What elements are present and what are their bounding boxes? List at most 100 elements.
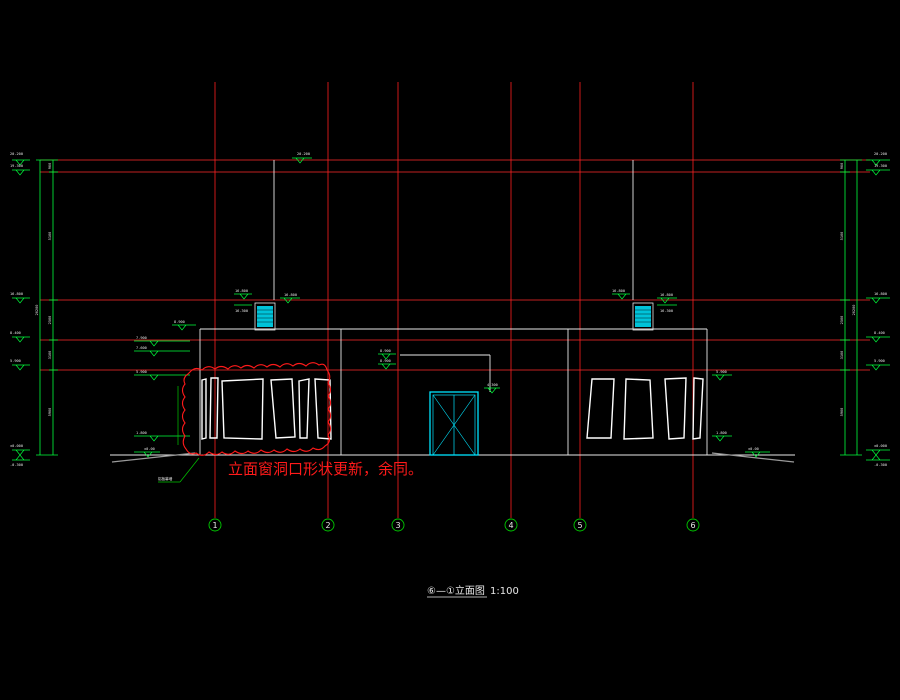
dim-left-5: 5900 [48, 408, 52, 417]
elev-mark: 19.300 [10, 164, 30, 176]
box-elevation-marks-right: 16.800 16.800 16.300 [612, 289, 677, 313]
svg-text:20.200: 20.200 [874, 152, 887, 156]
elev-mark: ±0.000 [10, 444, 30, 456]
svg-text:16.300: 16.300 [660, 309, 673, 313]
drawing-scale: 1:100 [490, 586, 519, 597]
svg-text:4.300: 4.300 [487, 383, 498, 387]
grid-label-3: 3 [395, 521, 400, 530]
window [314, 378, 332, 440]
elev-mark: -0.300 [866, 454, 890, 467]
svg-text:5.900: 5.900 [716, 370, 727, 374]
window [201, 378, 207, 440]
elev-mark: 5.900 [10, 359, 30, 371]
svg-text:5.900: 5.900 [874, 359, 885, 363]
dim-left-1: 900 [48, 163, 52, 170]
elev-mark: -0.300 [10, 454, 30, 467]
drawing-title: ⑥—①立面图 [427, 584, 485, 597]
grid-label-4: 4 [508, 521, 513, 530]
svg-text:16.800: 16.800 [235, 289, 248, 293]
dim-right-4: 3100 [840, 351, 844, 360]
elevation-marks-right: 20.200 19.300 16.800 8.400 5.900 ±0.000 … [866, 152, 890, 467]
dim-right-1: 900 [840, 163, 844, 170]
elev-mark: 5.900 [866, 359, 890, 371]
grid-label-2: 2 [325, 521, 330, 530]
elev-mark: 8.400 [10, 331, 30, 343]
grid-bubble-6 [686, 518, 700, 532]
rooftop-box-right [632, 302, 654, 331]
entrance-door [429, 391, 479, 456]
revision-cloud [181, 362, 332, 456]
windows-right [586, 377, 704, 440]
grid-lines [214, 82, 694, 518]
svg-text:8.900: 8.900 [380, 349, 391, 353]
svg-text:±0.00: ±0.00 [144, 447, 155, 451]
dim-left-4: 3100 [48, 351, 52, 360]
svg-text:5.900: 5.900 [10, 359, 21, 363]
svg-text:8.400: 8.400 [874, 331, 885, 335]
svg-text:20.200: 20.200 [10, 152, 23, 156]
elevation-marks-left: 20.200 19.300 16.800 8.400 5.900 ±0.000 … [10, 152, 30, 467]
dim-left-2: 5100 [48, 232, 52, 241]
dimension-text-right: 20200 900 5100 2500 3100 5900 [840, 163, 856, 417]
door-elevation-text: 8.900 8.900 4.300 [380, 349, 498, 387]
svg-text:8.400: 8.400 [10, 331, 21, 335]
svg-text:5.900: 5.900 [136, 370, 147, 374]
grid-bubbles [208, 518, 700, 532]
svg-text:16.800: 16.800 [660, 293, 673, 297]
window [221, 378, 264, 440]
grid-label-5: 5 [577, 521, 582, 530]
windows-left [201, 377, 332, 440]
svg-text:-0.300: -0.300 [874, 463, 887, 467]
dimension-text-left: 20200 900 5100 2500 3100 5900 [35, 163, 52, 417]
elev-mark: 16.800 [10, 292, 30, 304]
elev-mark: 19.300 [866, 164, 890, 176]
grid-bubble-5 [573, 518, 587, 532]
roof-elevation-mark: 20.200 [292, 152, 312, 164]
svg-text:7.600: 7.600 [136, 346, 147, 350]
elev-mark: 16.800 [866, 292, 890, 304]
ground-slope [111, 452, 795, 463]
svg-text:8.900: 8.900 [380, 359, 391, 363]
dim-right-3: 2500 [840, 316, 844, 325]
svg-text:16.800: 16.800 [874, 292, 887, 296]
door-elevation-marks [378, 353, 500, 394]
grid-bubble-1 [208, 518, 222, 532]
building-outline [110, 160, 795, 456]
grid-bubble-labels: 1 2 3 4 5 6 [212, 521, 695, 530]
wing-elevation-marks-right [712, 374, 770, 458]
svg-text:±0.00: ±0.00 [748, 447, 759, 451]
elev-mark: ±0.000 [866, 444, 890, 456]
svg-text:16.800: 16.800 [612, 289, 625, 293]
dim-left-outer: 20200 [35, 305, 39, 316]
wing-elevation-text-right: 5.900 1.800 ±0.00 [716, 370, 759, 451]
svg-text:1.800: 1.800 [716, 431, 727, 435]
svg-text:16.800: 16.800 [284, 293, 297, 297]
svg-text:1.800: 1.800 [136, 431, 147, 435]
grid-label-6: 6 [690, 521, 695, 530]
grid-label-1: 1 [212, 521, 217, 530]
window [298, 378, 310, 439]
callout-label: 铝板幕墙 [158, 476, 173, 481]
grid-bubble-2 [321, 518, 335, 532]
svg-text:±0.000: ±0.000 [10, 444, 23, 448]
dim-right-2: 5100 [840, 232, 844, 241]
window [664, 377, 687, 440]
dimension-chain-right [840, 159, 862, 456]
window [623, 378, 654, 440]
svg-text:8.900: 8.900 [174, 320, 185, 324]
box-elevation-marks-left: 16.800 16.800 16.300 [234, 289, 300, 313]
revision-note: 立面窗洞口形状更新，余同。 [228, 460, 423, 478]
callout-leader [158, 386, 200, 483]
window [586, 378, 615, 439]
grid-bubble-3 [391, 518, 405, 532]
rooftop-box-left [254, 302, 276, 331]
window [692, 377, 704, 440]
level-lines [40, 159, 870, 371]
svg-text:20.200: 20.200 [297, 152, 310, 156]
elev-mark: 20.200 [10, 152, 30, 166]
elev-mark: 20.200 [866, 152, 890, 166]
wing-elevation-text-left: 8.900 7.900 7.600 5.900 1.800 ±0.00 [136, 320, 185, 451]
svg-text:±0.000: ±0.000 [874, 444, 887, 448]
svg-text:19.300: 19.300 [874, 164, 887, 168]
